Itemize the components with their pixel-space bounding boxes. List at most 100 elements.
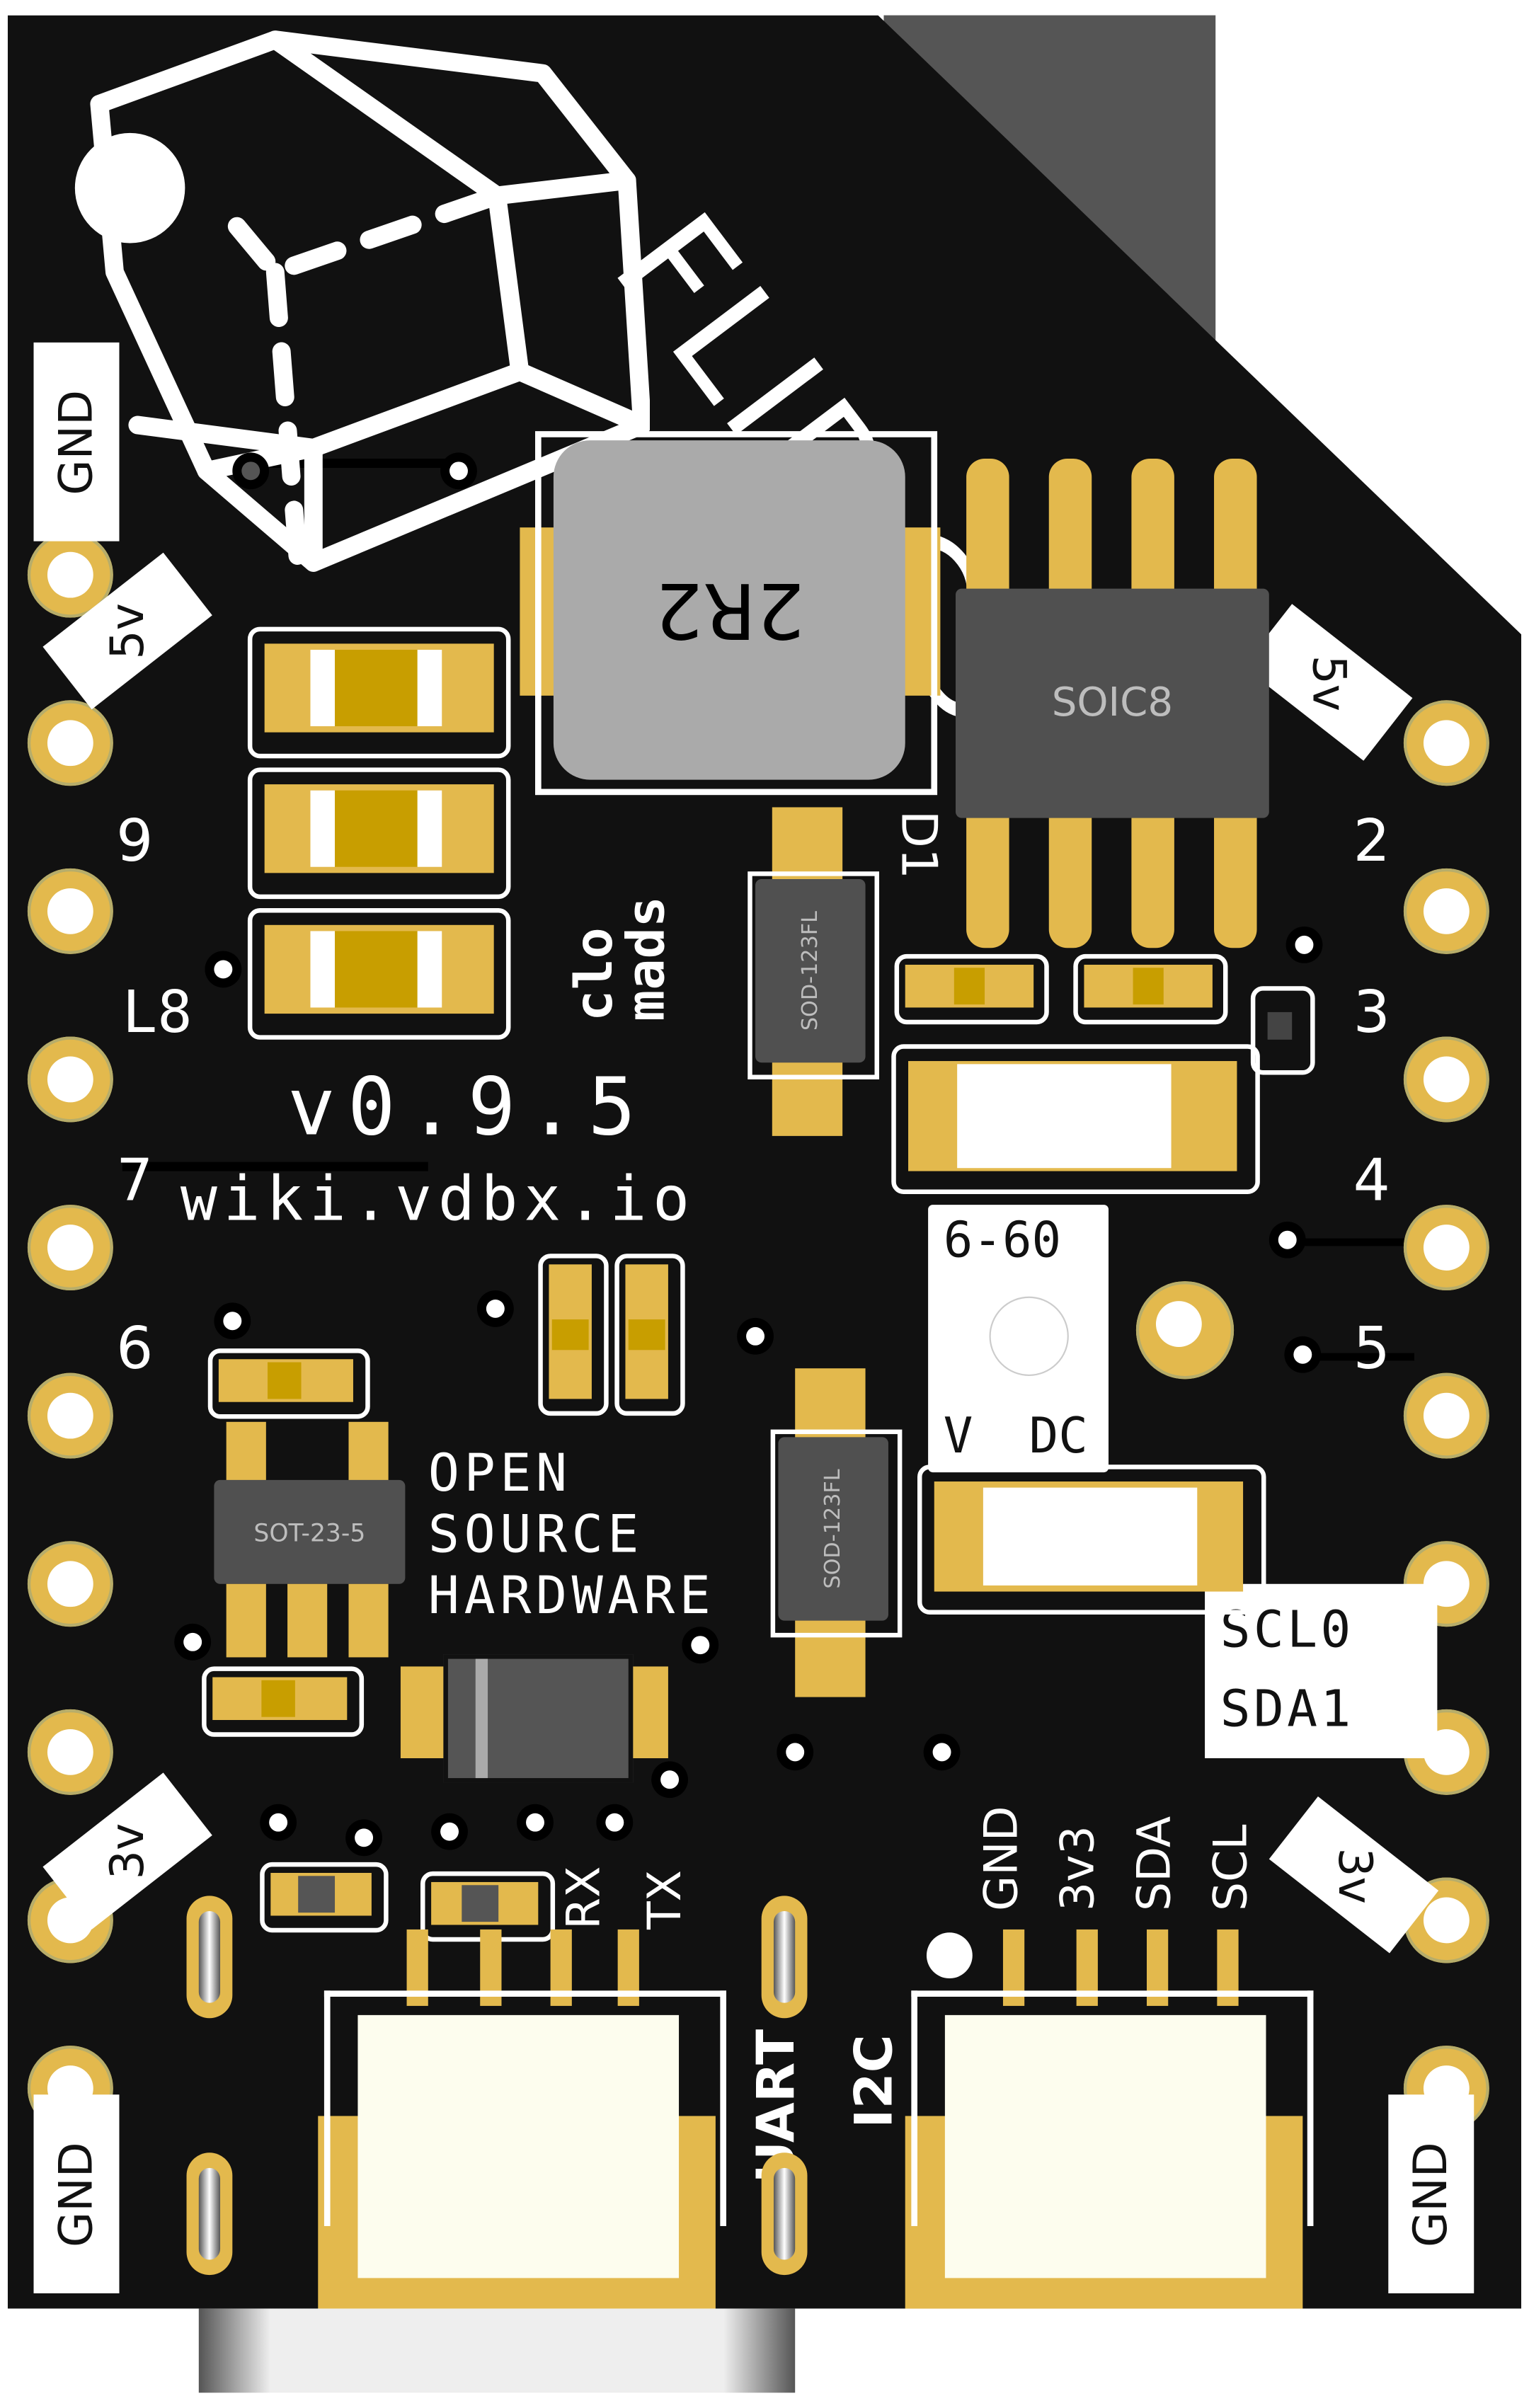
pin-2[interactable] bbox=[1403, 868, 1489, 954]
capacitor-3[interactable] bbox=[247, 908, 511, 1040]
voltage-unit-v: V bbox=[943, 1406, 973, 1465]
voltage-range: 6-60 bbox=[943, 1210, 1062, 1269]
sot-pin bbox=[348, 1421, 389, 1484]
trace bbox=[1292, 1353, 1415, 1361]
label-gnd-left-bottom: GND bbox=[33, 2094, 120, 2294]
soic-pin bbox=[1214, 810, 1257, 948]
trace bbox=[122, 1162, 428, 1171]
label-pin-3: 3 bbox=[1353, 978, 1390, 1046]
soic-pin bbox=[1131, 810, 1174, 948]
label-text: GND bbox=[50, 2141, 103, 2247]
label-text: 5v bbox=[101, 602, 154, 660]
uart-tx-label: TX bbox=[638, 1869, 693, 1930]
inductor-outline bbox=[535, 431, 938, 796]
oshw-line: OPEN bbox=[428, 1443, 572, 1505]
resistor-r5[interactable] bbox=[207, 1348, 370, 1419]
via bbox=[605, 1813, 624, 1832]
pin-5v-right[interactable] bbox=[1403, 700, 1489, 786]
resistor-r3[interactable] bbox=[538, 1254, 609, 1416]
fuse-bottom[interactable] bbox=[917, 1464, 1266, 1615]
power-input-pad[interactable] bbox=[1135, 1281, 1235, 1380]
usb-shield-slot bbox=[761, 1896, 808, 2019]
soic-pin bbox=[1131, 459, 1174, 597]
resistor-r1[interactable] bbox=[894, 953, 1049, 1025]
i2c-pin-sda-label: SDA bbox=[1128, 1816, 1182, 1911]
diode-top-label: SOD-123FL bbox=[798, 911, 823, 1031]
diode-top-outline bbox=[748, 871, 879, 1079]
sot23-5-chip[interactable]: SOT-23-5 bbox=[214, 1479, 406, 1584]
label-scl0: SCL0 bbox=[1220, 1599, 1354, 1659]
resistor-r4[interactable] bbox=[614, 1254, 685, 1416]
label-gnd-right-bottom: GND bbox=[1388, 2094, 1474, 2294]
uart-connector[interactable] bbox=[357, 2014, 680, 2278]
diode-sma[interactable] bbox=[443, 1654, 634, 1783]
via bbox=[1295, 935, 1314, 954]
sot-pin bbox=[287, 1583, 328, 1658]
soic-pin bbox=[1048, 810, 1092, 948]
pin-6[interactable] bbox=[27, 1372, 113, 1459]
label-text: 3v bbox=[101, 1823, 154, 1879]
via bbox=[1278, 1230, 1297, 1249]
led-small[interactable] bbox=[1250, 986, 1315, 1075]
maker-line-1: clo bbox=[564, 927, 626, 1021]
via bbox=[526, 1813, 544, 1832]
via bbox=[241, 461, 260, 481]
pin-4[interactable] bbox=[1403, 1205, 1489, 1291]
label-text: GND bbox=[1404, 2141, 1458, 2247]
label-gnd-left-top: GND bbox=[33, 342, 120, 541]
pin-9[interactable] bbox=[27, 868, 113, 954]
maker-line-2: mads bbox=[616, 895, 677, 1021]
via bbox=[355, 1828, 374, 1847]
via bbox=[786, 1743, 805, 1762]
diode-top-sod123fl[interactable]: SOD-123FL bbox=[755, 879, 866, 1063]
pin-3[interactable] bbox=[1403, 1036, 1489, 1123]
uart-connector-outline bbox=[323, 1990, 726, 2226]
label-pin-2: 2 bbox=[1353, 807, 1390, 875]
via bbox=[660, 1770, 680, 1789]
pin-left-unlabeled-2[interactable] bbox=[27, 1709, 113, 1795]
inductor-2r2[interactable]: 2R2 bbox=[553, 440, 905, 780]
via bbox=[440, 1822, 459, 1841]
label-pin-6: 6 bbox=[116, 1314, 154, 1382]
via bbox=[1293, 1345, 1312, 1364]
pin-7[interactable] bbox=[27, 1205, 113, 1291]
i2c-connector[interactable] bbox=[944, 2014, 1266, 2278]
capacitor-2[interactable] bbox=[247, 767, 511, 900]
via bbox=[932, 1743, 951, 1762]
resistor-r6[interactable] bbox=[202, 1666, 365, 1737]
via bbox=[449, 461, 468, 481]
label-text: 5v bbox=[1300, 654, 1355, 711]
pin-5v-left[interactable] bbox=[27, 700, 113, 786]
pin-left-unlabeled-1[interactable] bbox=[27, 1541, 113, 1627]
label-pin-7: 7 bbox=[116, 1147, 154, 1215]
via bbox=[486, 1300, 505, 1318]
diode-bottom-sod123fl[interactable]: SOD-123FL bbox=[778, 1437, 888, 1621]
trace bbox=[1284, 1238, 1422, 1246]
oshw-line: HARDWARE bbox=[428, 1565, 716, 1627]
i2c-pin1-marker bbox=[926, 1932, 973, 1979]
via bbox=[746, 1326, 764, 1346]
via bbox=[223, 1312, 242, 1331]
soic8-chip[interactable]: SOIC8 bbox=[956, 588, 1269, 818]
resistor-uart-1[interactable] bbox=[260, 1862, 389, 1933]
maker-credit: clo mads bbox=[564, 895, 677, 1021]
resistor-r2[interactable] bbox=[1073, 953, 1228, 1025]
inductor-value: 2R2 bbox=[654, 566, 805, 655]
sot-pin bbox=[226, 1583, 266, 1658]
label-pin-8: L8 bbox=[122, 978, 193, 1046]
i2c-label: I2C bbox=[844, 2034, 905, 2128]
oshw-label: OPEN SOURCE HARDWARE bbox=[428, 1443, 716, 1627]
label-text: GND bbox=[50, 389, 103, 495]
capacitor-1[interactable] bbox=[247, 626, 511, 759]
pin-8[interactable] bbox=[27, 1036, 113, 1123]
i2c-connector-outline bbox=[911, 1990, 1314, 2226]
usb-c-port[interactable] bbox=[198, 2308, 796, 2393]
label-pin-9: 9 bbox=[116, 807, 154, 875]
via bbox=[269, 1813, 288, 1832]
i2c-pin-scl-label: SCL bbox=[1205, 1824, 1259, 1911]
via bbox=[214, 960, 233, 979]
pin-5[interactable] bbox=[1403, 1372, 1489, 1459]
i2c-pin-3v3-label: 3v3 bbox=[1052, 1825, 1106, 1911]
version-label: v0.9.5 bbox=[287, 1062, 648, 1154]
fuse-top[interactable] bbox=[891, 1044, 1260, 1194]
